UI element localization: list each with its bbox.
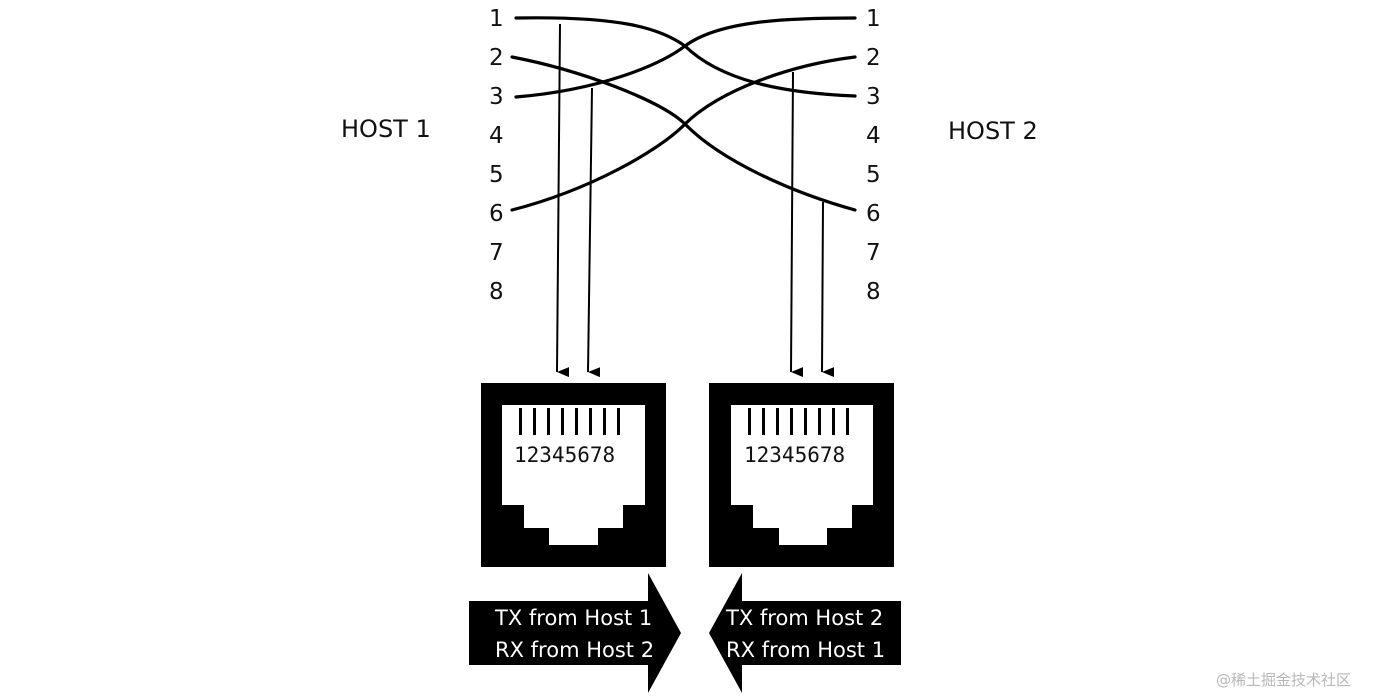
- wire-pin1-to-pin3: [514, 16, 857, 98]
- rj45-jack-right: 12345678: [709, 383, 894, 567]
- right-pin-6: 6: [866, 201, 881, 227]
- left-pin-4: 4: [489, 123, 504, 149]
- wire-pin3-to-pin1: [514, 16, 857, 99]
- signal-arrow-right-b: [821, 201, 835, 378]
- wire-pin2-to-pin6: [510, 55, 857, 212]
- right-pin-numbers: 1 2 3 4 5 6 7 8: [866, 6, 881, 305]
- tx-rx-arrow-right: TX from Host 2 RX from Host 1: [709, 573, 901, 693]
- right-pin-3: 3: [866, 84, 881, 110]
- left-jack-pin-numbers: 12345678: [514, 443, 615, 467]
- tx-rx-arrow-left: TX from Host 1 RX from Host 2: [469, 573, 681, 693]
- left-pin-2: 2: [489, 45, 504, 71]
- right-jack-contacts: [748, 408, 849, 435]
- left-pin-numbers: 1 2 3 4 5 6 7 8: [489, 6, 504, 305]
- right-pin-8: 8: [866, 279, 881, 305]
- right-pin-2: 2: [866, 45, 881, 71]
- left-pin-5: 5: [489, 162, 504, 188]
- right-arrow-line1: TX from Host 2: [725, 606, 883, 630]
- left-pin-3: 3: [489, 84, 504, 110]
- left-pin-1: 1: [489, 6, 504, 32]
- crossover-wires: [510, 16, 857, 212]
- right-pin-4: 4: [866, 123, 881, 149]
- right-pin-5: 5: [866, 162, 881, 188]
- rj45-jack-left: 12345678: [481, 383, 666, 567]
- left-pin-8: 8: [489, 279, 504, 305]
- wire-pin6-to-pin2: [510, 55, 857, 212]
- left-arrow-line2: RX from Host 2: [495, 638, 654, 662]
- host-2-label: HOST 2: [948, 117, 1038, 145]
- host-1-label: HOST 1: [341, 115, 431, 143]
- right-arrow-line2: RX from Host 1: [726, 638, 885, 662]
- left-pin-7: 7: [489, 240, 504, 266]
- signal-arrow-left-b: [587, 87, 601, 378]
- left-arrow-line1: TX from Host 1: [494, 606, 652, 630]
- signal-arrow-right-a: [790, 71, 804, 378]
- watermark-text: @稀土掘金技术社区: [1216, 671, 1351, 689]
- right-pin-1: 1: [866, 6, 881, 32]
- signal-arrow-left-a: [556, 23, 570, 378]
- left-pin-6: 6: [489, 201, 504, 227]
- right-jack-pin-numbers: 12345678: [744, 443, 845, 467]
- right-pin-7: 7: [866, 240, 881, 266]
- signal-arrows: [556, 23, 835, 378]
- left-jack-contacts: [519, 408, 620, 435]
